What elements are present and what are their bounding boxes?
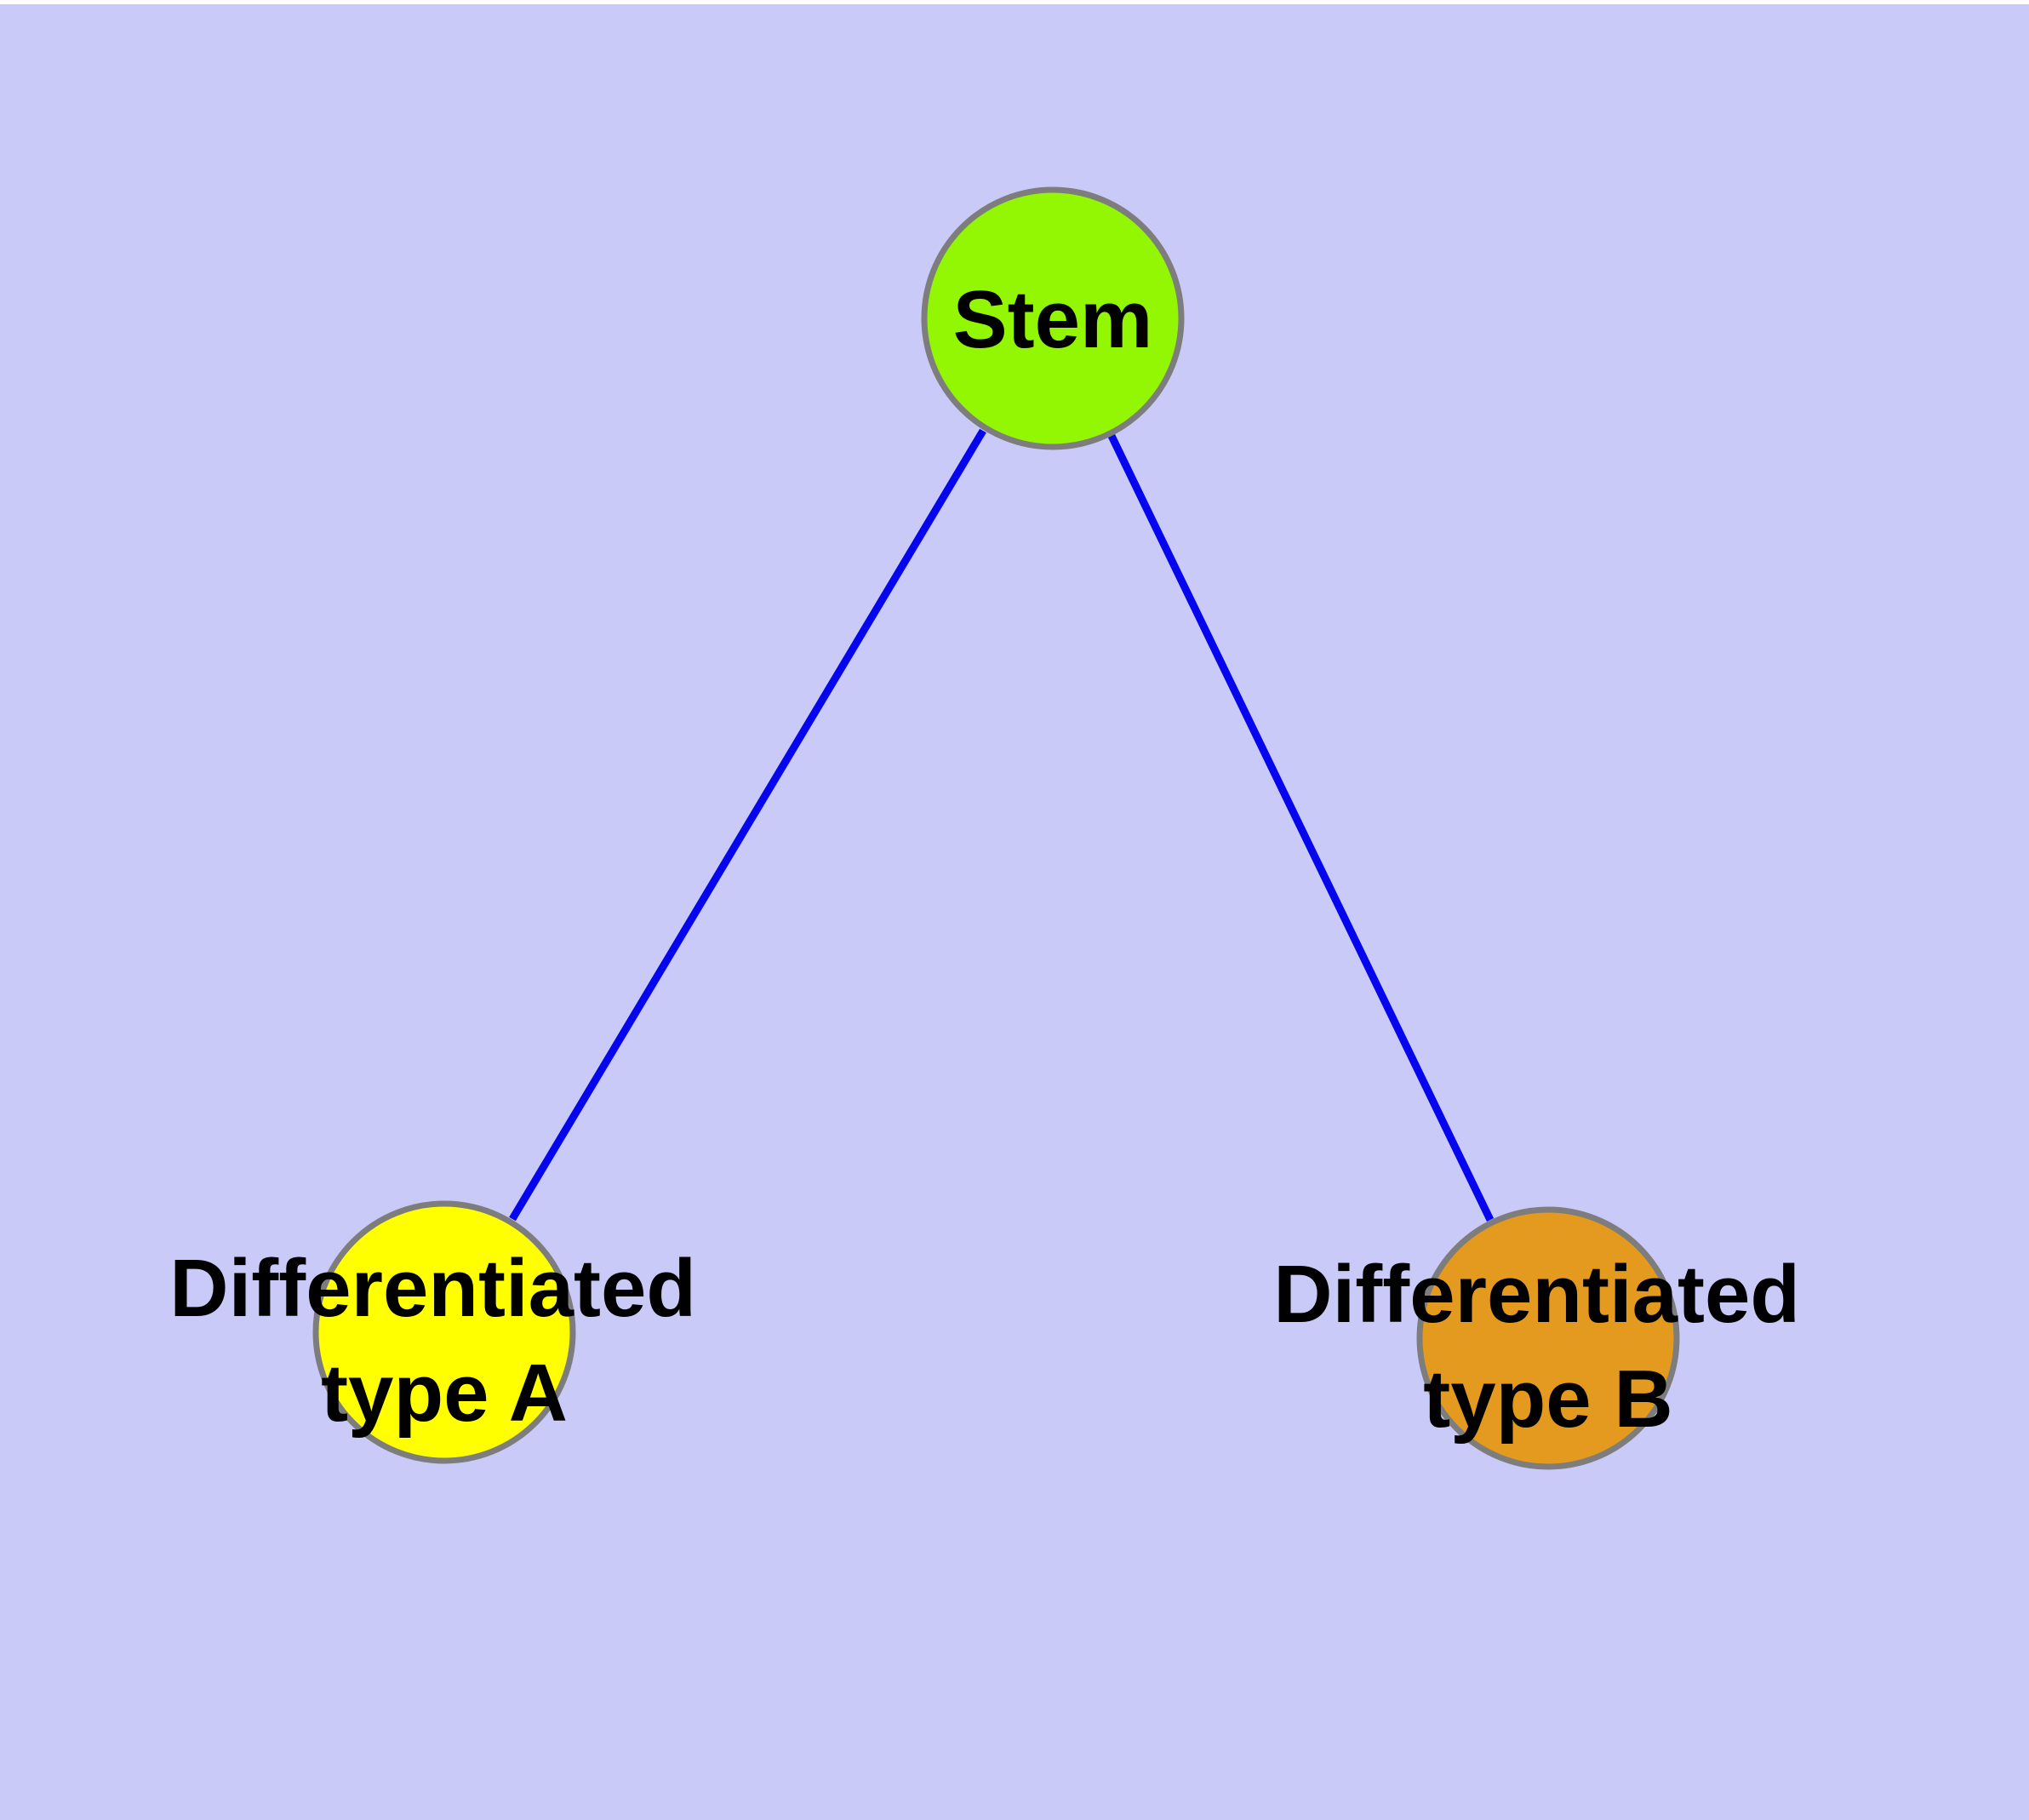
node-type-a-label-line2: type A [321,1348,568,1439]
node-type-a-circle [312,1200,576,1464]
node-type-b-circle [1416,1206,1680,1470]
edge-stem-to-type-a [509,428,986,1222]
node-type-b-label-line1: Differentiated [1273,1249,1800,1340]
node-type-a-label: Differentiated type A [169,1243,718,1439]
node-type-b-label: Differentiated type B [1273,1249,1822,1445]
node-type-b-label-line2: type B [1423,1354,1672,1445]
edge-stem-to-type-b [1107,434,1495,1222]
node-type-a-label-line1: Differentiated [169,1243,696,1334]
node-stem-circle [921,186,1185,450]
node-stem-label: Stem [953,274,1153,365]
